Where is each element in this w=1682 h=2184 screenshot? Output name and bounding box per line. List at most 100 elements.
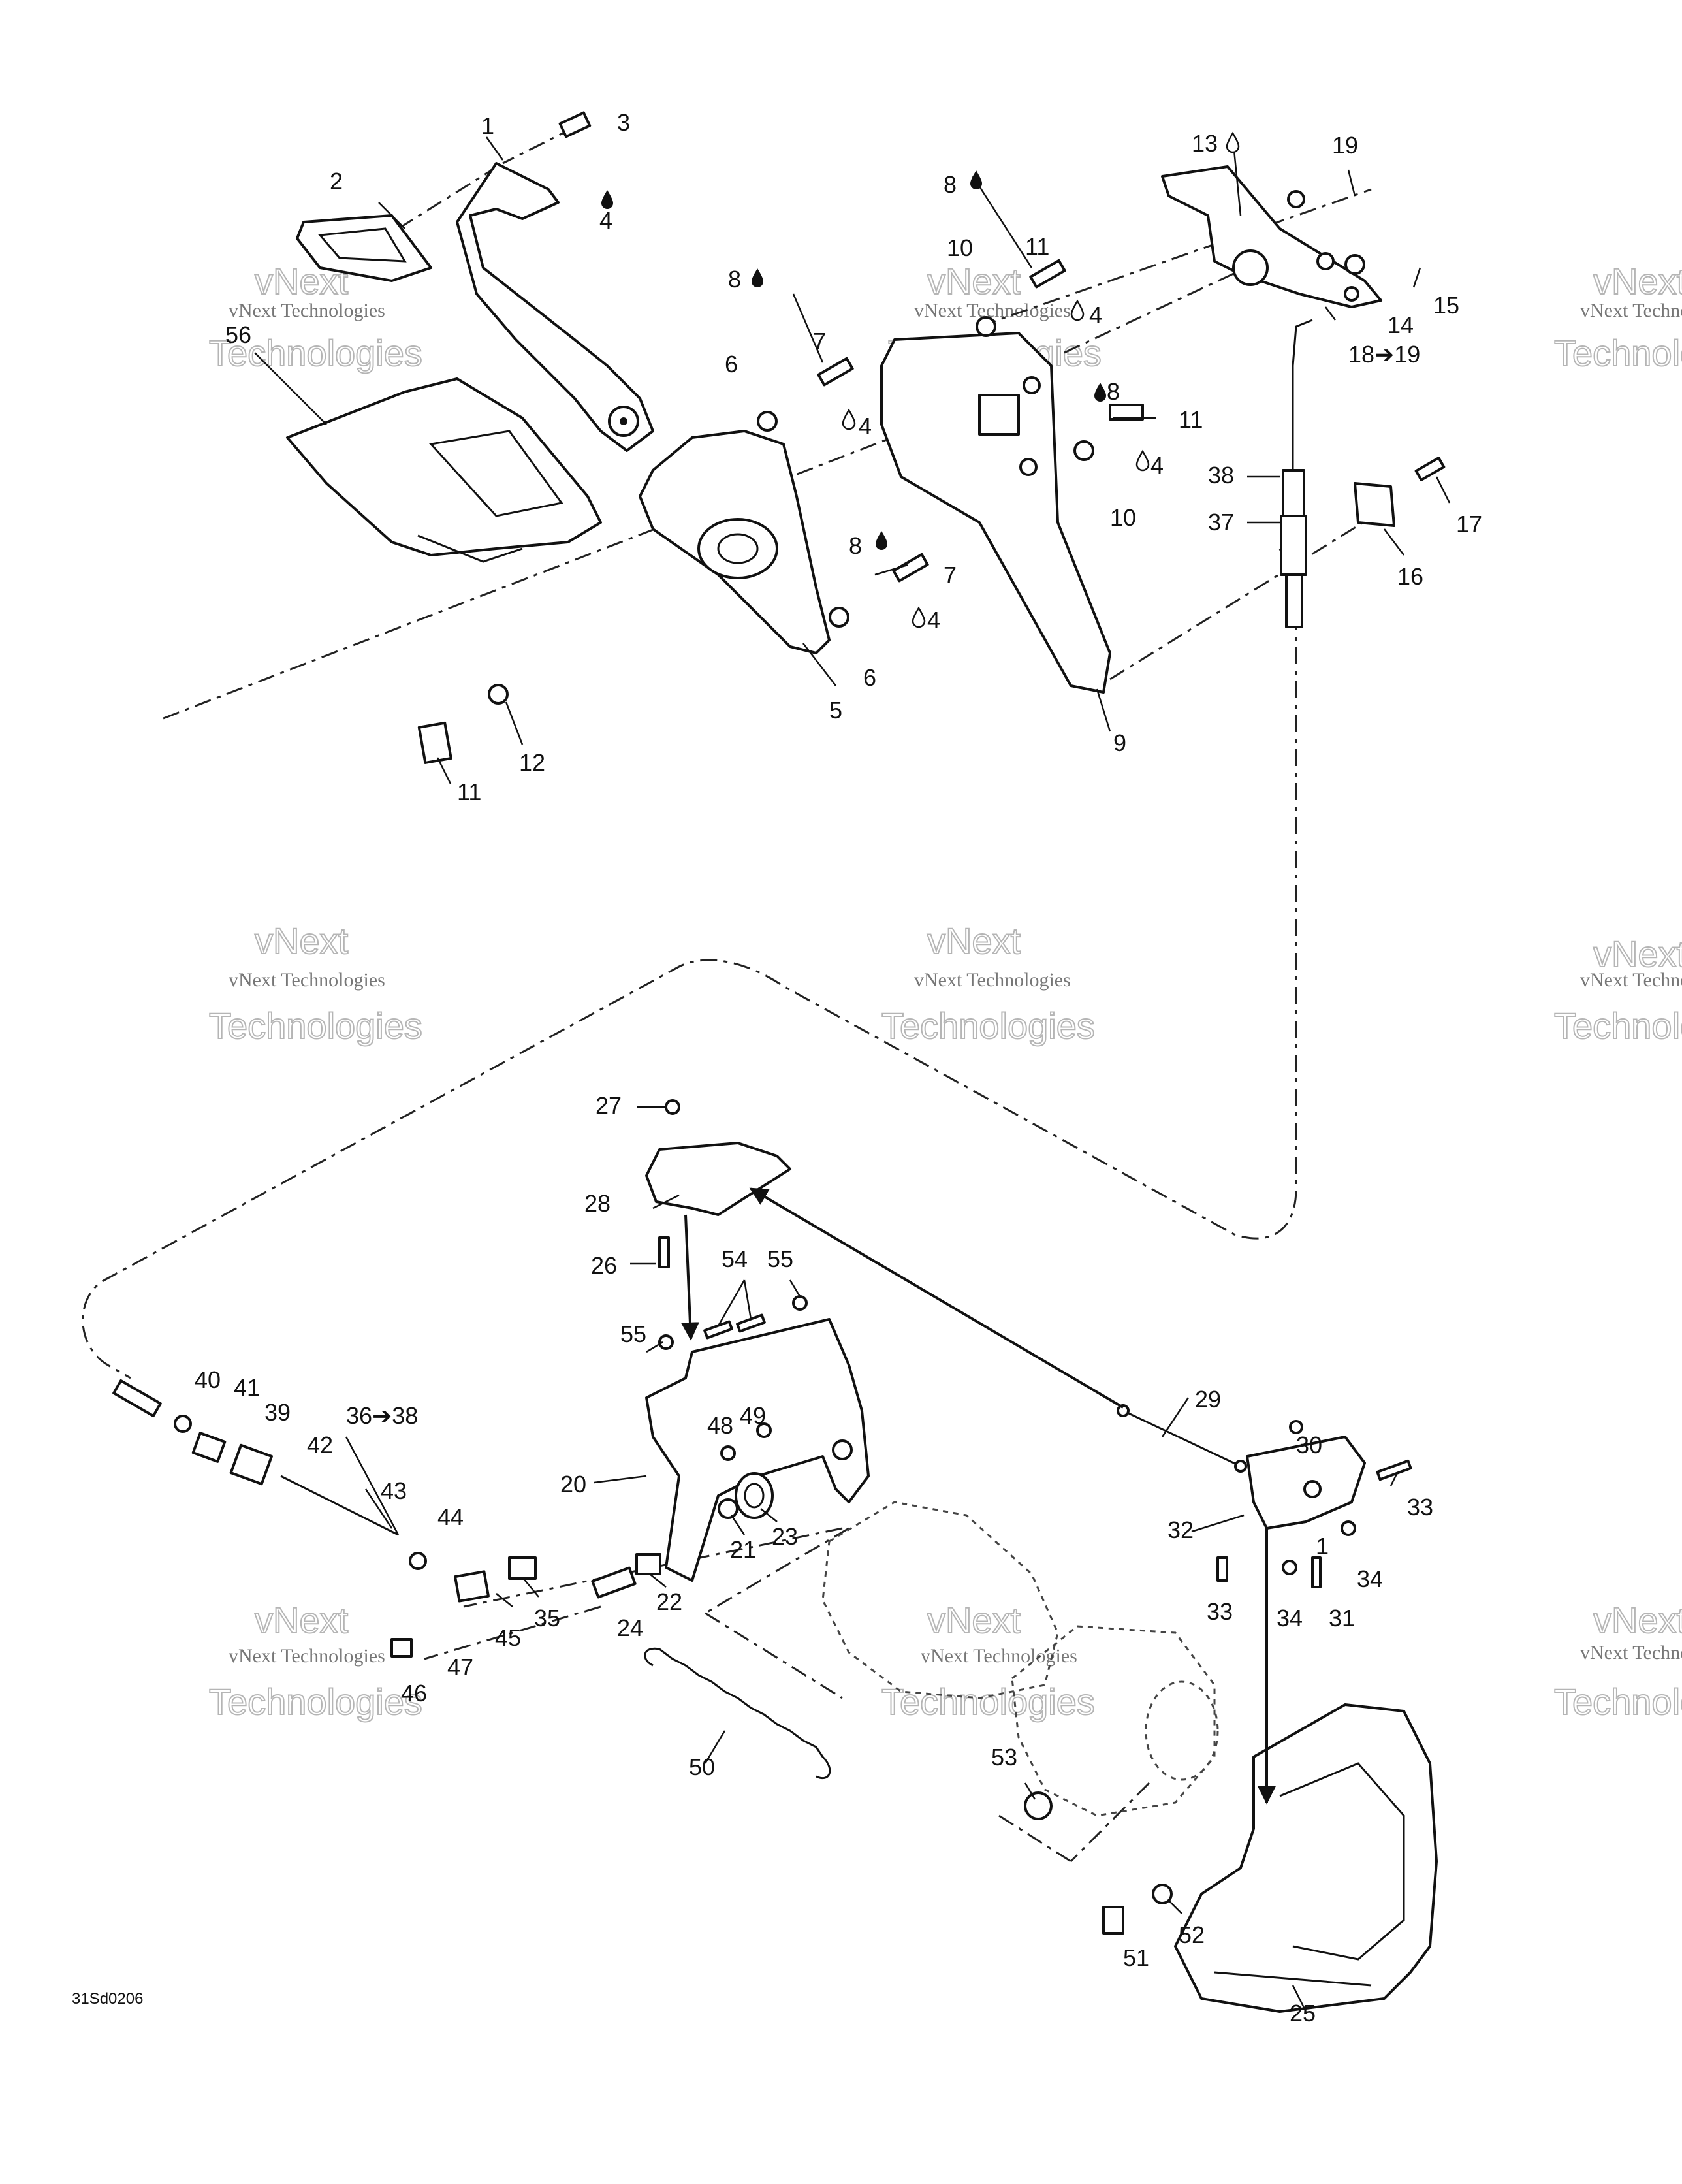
part-lever <box>1161 165 1382 308</box>
svg-text:Technologies: Technologies <box>1554 1681 1682 1722</box>
callout-20: 20 <box>560 1471 586 1498</box>
callout-15: 15 <box>1433 292 1459 319</box>
callout-54: 54 <box>722 1245 748 1272</box>
callout-27: 27 <box>595 1092 622 1119</box>
svg-text:vNext Technologies: vNext Technologies <box>914 969 1071 991</box>
svg-text:Technologies: Technologies <box>881 1005 1095 1046</box>
callout-40: 40 <box>195 1366 221 1393</box>
callout-37: 37 <box>1208 509 1234 536</box>
part-ghost-housing <box>821 1501 1219 1817</box>
svg-text:Technologies: Technologies <box>209 1005 422 1046</box>
callout-34: 34 <box>1357 1566 1383 1592</box>
callout-13: 13 <box>1192 130 1218 157</box>
part-pulley <box>718 1472 774 1519</box>
callout-32: 32 <box>1167 1517 1194 1543</box>
svg-text:Technologies: Technologies <box>209 1681 422 1722</box>
callout-56: 56 <box>225 321 251 348</box>
svg-text:vNext Technologies: vNext Technologies <box>229 1645 385 1667</box>
part-cable-end <box>1280 319 1313 628</box>
callout-16: 16 <box>1397 563 1423 590</box>
callout-47: 47 <box>447 1654 473 1680</box>
callout-53: 53 <box>991 1744 1017 1771</box>
callout-33: 33 <box>1207 1598 1233 1625</box>
part-frame <box>645 1318 870 1582</box>
callout-14: 14 <box>1388 312 1414 338</box>
part-cam <box>1246 1436 1366 1530</box>
callout-6: 6 <box>863 664 876 691</box>
part-fitting <box>409 1552 537 1603</box>
callout-6: 6 <box>725 351 738 377</box>
svg-text:vNext: vNext <box>255 1599 349 1641</box>
figure-id: 31Sd0206 <box>72 1990 143 2008</box>
svg-text:Technologies: Technologies <box>881 1681 1095 1722</box>
callout-18-19: 18➔19 <box>1348 341 1420 368</box>
callout-11: 11 <box>1179 406 1203 433</box>
callout-51: 51 <box>1123 1944 1149 1971</box>
callout-4: 4 <box>599 207 612 234</box>
part-bracket <box>645 1142 791 1216</box>
callout-52: 52 <box>1179 1921 1205 1948</box>
svg-text:vNext: vNext <box>1593 1599 1682 1641</box>
callout-7: 7 <box>944 562 957 588</box>
callout-9: 9 <box>1113 730 1126 756</box>
callout-39: 39 <box>264 1399 291 1426</box>
watermark-bottom-right: vNext vNext Technologies Technologies <box>1553 1599 1682 1723</box>
callout-45: 45 <box>495 1624 521 1651</box>
part-steering-arm <box>456 162 654 452</box>
svg-text:vNext: vNext <box>927 920 1021 961</box>
svg-text:vNext Technologies: vNext Technologies <box>229 969 385 991</box>
part-cover <box>286 377 602 563</box>
callout-26: 26 <box>591 1252 617 1279</box>
callout-25: 25 <box>1290 2000 1316 2027</box>
callout-19: 19 <box>1332 132 1358 159</box>
callout-49: 49 <box>740 1402 766 1429</box>
callout-34: 34 <box>1277 1605 1303 1631</box>
svg-text:Technologies: Technologies <box>1554 332 1682 374</box>
svg-text:vNext: vNext <box>255 920 349 961</box>
watermark-mid-left: vNext vNext Technologies Technologies <box>208 920 423 1047</box>
callout-11: 11 <box>1025 233 1049 260</box>
callout-3: 3 <box>617 109 630 136</box>
callout-10: 10 <box>947 234 973 261</box>
callout-11: 11 <box>457 779 481 805</box>
callout-21: 21 <box>730 1536 756 1563</box>
fasteners-top <box>417 111 1446 764</box>
svg-text:Technologies: Technologies <box>209 332 422 374</box>
callout-29: 29 <box>1195 1386 1221 1413</box>
part-spring <box>644 1647 831 1780</box>
part-plate <box>880 332 1111 694</box>
svg-text:vNext: vNext <box>1593 933 1682 974</box>
callout-8: 8 <box>849 532 862 559</box>
svg-text:vNext Technologies: vNext Technologies <box>1580 969 1682 991</box>
watermark-top-right: vNext vNext Technologies Technologies <box>1553 260 1682 374</box>
callout-42: 42 <box>307 1432 333 1458</box>
callout-17: 17 <box>1456 511 1482 538</box>
callout-10: 10 <box>1110 504 1136 531</box>
watermark-mid-center: vNext vNext Technologies Technologies <box>881 920 1096 1047</box>
assembly-lines <box>82 126 1385 1863</box>
callout-23: 23 <box>772 1523 798 1550</box>
callout-8: 8 <box>728 266 741 293</box>
watermark-bottom-left: vNext vNext Technologies Technologies <box>208 1599 423 1723</box>
svg-text:vNext Technologies: vNext Technologies <box>1580 1642 1682 1663</box>
svg-text:vNext: vNext <box>1593 261 1682 302</box>
part-nozzle <box>1174 1703 1438 2013</box>
callout-5: 5 <box>829 697 842 724</box>
callout-46: 46 <box>401 1680 427 1707</box>
callout-41: 41 <box>234 1374 260 1401</box>
part-rod <box>1117 1404 1247 1473</box>
callout-8: 8 <box>944 171 957 198</box>
watermark-bottom-center: vNext vNext Technologies Technologies <box>881 1599 1096 1723</box>
callout-2: 2 <box>330 168 343 195</box>
callout-4: 4 <box>927 607 940 634</box>
part-housing <box>639 430 831 654</box>
callout-35: 35 <box>534 1605 560 1631</box>
assembly-arrows <box>680 1187 1276 1805</box>
leader-lines <box>254 136 1451 2012</box>
callout-8: 8 <box>1107 378 1120 405</box>
part-cable-adjuster <box>112 1379 399 1536</box>
callout-43: 43 <box>381 1477 407 1504</box>
svg-text:Technologies: Technologies <box>1554 1005 1682 1046</box>
svg-text:vNext Technologies: vNext Technologies <box>229 300 385 321</box>
